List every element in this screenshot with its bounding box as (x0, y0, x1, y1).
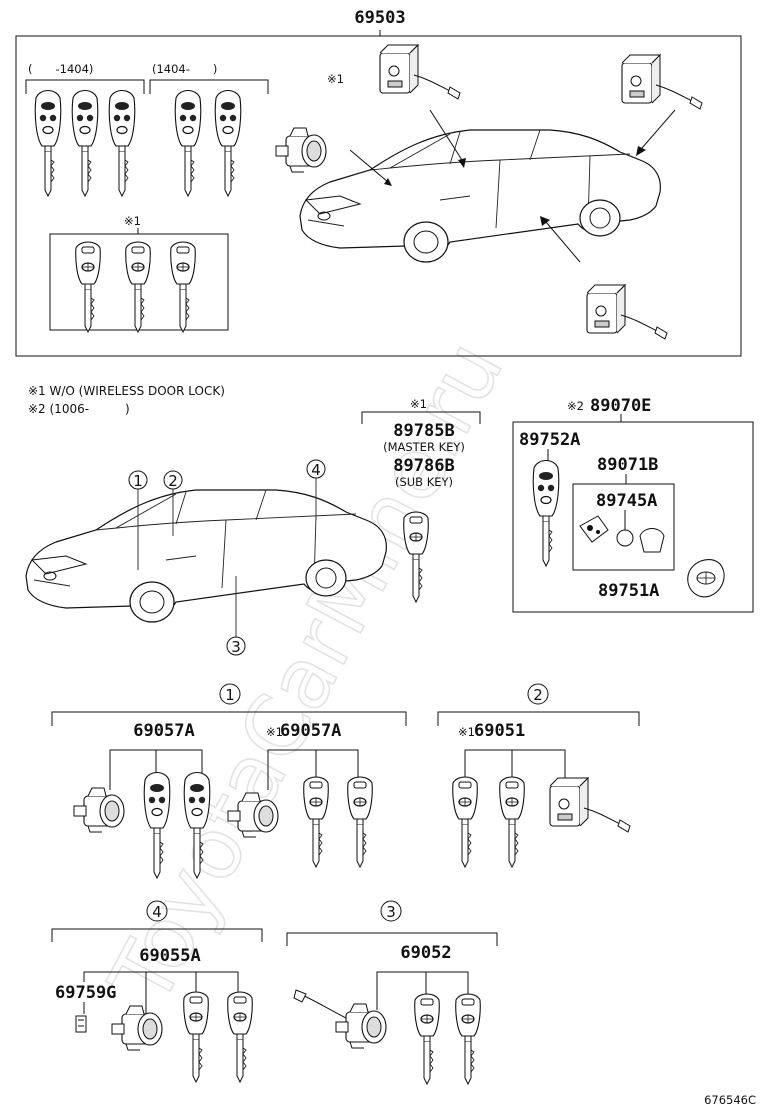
group-3-number: 3 (386, 903, 396, 921)
trunk-cylinder-icon (111, 1005, 163, 1051)
group-2-number: 2 (533, 686, 543, 704)
mark-1-label: ※1 (124, 214, 141, 228)
note-date: ※2 (1006- ) (28, 402, 130, 416)
key-group-early-label: ( -1404) (28, 62, 93, 76)
part-number-89752A: 89752A (519, 430, 580, 450)
mark-1-group-2-label: ※1 (458, 725, 475, 739)
plain-key-3a-icon (414, 993, 440, 1085)
plain-key-1b-icon (347, 776, 373, 868)
part-number-89751A: 89751A (598, 581, 659, 601)
callout-1: 1 (133, 472, 143, 490)
part-number-69503: 69503 (354, 8, 405, 28)
part-number-69051: 69051 (474, 721, 525, 741)
part-number-89786B: 89786B (393, 456, 454, 476)
callout-2: 2 (168, 472, 178, 490)
rear-lock-actuator-icon (621, 54, 703, 110)
part-number-69055A: 69055A (139, 946, 200, 966)
clip-icon (75, 1015, 87, 1033)
front-door-lock-actuator-icon (379, 44, 461, 100)
plain-key-4a-icon (183, 991, 209, 1083)
assembly-frame (15, 35, 742, 357)
part-number-89745A: 89745A (596, 491, 657, 511)
key-set-late (174, 89, 242, 197)
door-lock-actuator-icon (586, 284, 668, 340)
callout-4: 4 (311, 461, 321, 479)
transmitter-key-icon (532, 459, 560, 567)
callout-arrows (349, 109, 676, 263)
vehicle-diagram-top (299, 129, 661, 263)
plain-key-set (75, 241, 196, 333)
master-key-label: (MASTER KEY) (383, 440, 465, 454)
plain-key-2a-icon (452, 776, 478, 868)
part-number-89070E: 89070E (590, 396, 651, 416)
group-1-number: 1 (225, 686, 235, 704)
plain-key-3b-icon (455, 993, 481, 1085)
note-wireless: ※1 W/O (WIRELESS DOOR LOCK) (28, 384, 225, 398)
part-number-89071B: 89071B (597, 455, 658, 475)
plain-key-2b-icon (499, 776, 525, 868)
case-parts-icon (579, 515, 665, 553)
group-4-number: 4 (152, 903, 162, 921)
door-lock-with-cable-icon (293, 989, 387, 1049)
plain-key-4b-icon (227, 991, 253, 1083)
mark-1-actuator-label: ※1 (327, 72, 344, 86)
diagram-code: 676546C (704, 1093, 756, 1107)
ignition-cylinder-icon (275, 127, 327, 173)
door-actuator-2-icon (549, 777, 631, 833)
location-callouts: 1 2 4 3 (128, 459, 326, 656)
callout-3: 3 (231, 638, 241, 656)
mark-1-group-1-label: ※1 (266, 725, 283, 739)
plain-key-1a-icon (303, 776, 329, 868)
mark-1-master-label: ※1 (410, 397, 427, 411)
case-set-frame (572, 483, 675, 571)
mark-2-label: ※2 (567, 399, 584, 413)
ignition-cylinder-1-icon (73, 787, 125, 833)
part-number-69759G: 69759G (55, 983, 116, 1003)
key-set-early (34, 89, 136, 197)
part-number-69057A-w-o: 69057A (280, 721, 341, 741)
sub-key-label: (SUB KEY) (395, 475, 453, 489)
part-number-69057A: 69057A (133, 721, 194, 741)
emblem-cover-icon (687, 559, 725, 598)
part-number-89785B: 89785B (393, 421, 454, 441)
part-number-69052: 69052 (400, 943, 451, 963)
remote-kit-frame (512, 421, 754, 613)
key-group-late-label: (1404- ) (152, 62, 217, 76)
